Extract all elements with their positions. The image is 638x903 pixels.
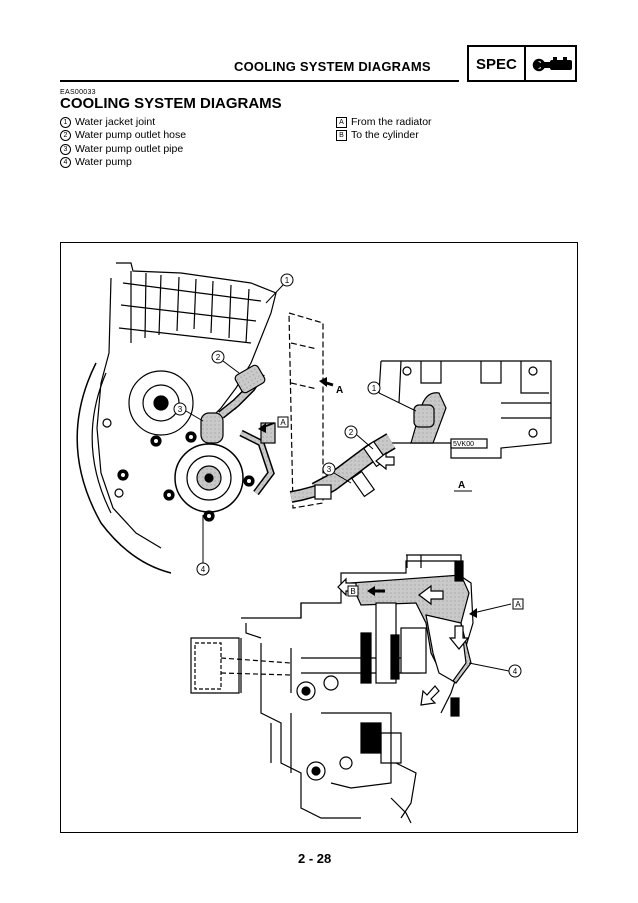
number-marker: 1 (60, 117, 71, 129)
engine-crankcase-view (76, 262, 324, 574)
legend-item: 1 Water jacket joint (60, 116, 186, 129)
legend-label: Water pump outlet pipe (75, 142, 184, 155)
legend-label: To the cylinder (351, 129, 419, 142)
wrench-icon (532, 57, 572, 72)
spec-label: SPEC (476, 56, 517, 73)
callout-2-upper: 2 (211, 350, 240, 374)
number-marker: 2 (60, 130, 71, 142)
callout-label: B (350, 587, 355, 596)
callout-label: 1 (372, 384, 377, 393)
legend-label: Water pump outlet hose (75, 129, 187, 142)
spec-divider (524, 47, 526, 80)
callout-2-inset: 2 (344, 425, 374, 450)
legend-label: Water jacket joint (75, 116, 156, 128)
callout-label: A (515, 600, 521, 609)
legend-item: B To the cylinder (336, 129, 432, 142)
page-number: 2 - 28 (298, 851, 332, 866)
callout-a-box-lower: A (469, 598, 524, 618)
legend-item: A From the radiator (336, 116, 432, 129)
legend-item: 3 Water pump outlet pipe (60, 143, 186, 156)
diagram-frame: 1 2 3 4 A (60, 242, 578, 833)
inset-label-a: A (458, 480, 465, 491)
callout-label: A (280, 418, 286, 427)
number-marker: 4 (60, 157, 71, 169)
water-pump-cross-section (190, 554, 474, 824)
callout-3-inset: 3 (322, 462, 352, 484)
legend-item: 2 Water pump outlet hose (60, 129, 186, 142)
callout-label: 3 (327, 465, 332, 474)
callout-3-upper: 3 (173, 402, 204, 422)
letter-marker: B (336, 130, 347, 142)
callout-label: 2 (216, 353, 221, 362)
legend-numbered: 1 Water jacket joint 2 Water pump outlet… (60, 116, 186, 169)
callout-b-box: B (347, 585, 359, 597)
callout-a-box-upper: A (277, 416, 289, 428)
section-title: COOLING SYSTEM DIAGRAMS (60, 95, 282, 112)
legend-label: From the radiator (351, 116, 432, 128)
header-rule (60, 80, 459, 82)
callout-1-upper: 1 (265, 273, 294, 304)
legend-label: Water pump (75, 155, 132, 168)
spec-badge: SPEC (467, 45, 577, 82)
callout-label: 3 (178, 405, 183, 414)
callout-4-lower: 4 (468, 662, 522, 678)
callout-4-upper: 4 (196, 515, 210, 576)
callout-label: 1 (285, 276, 290, 285)
cooling-system-illustration: 1 2 3 4 A (76, 262, 552, 824)
part-code-label: 5VK00 (453, 441, 474, 448)
callout-label: 2 (349, 428, 354, 437)
inset-hose-view: 5VK00 (289, 360, 552, 503)
letter-marker: A (336, 117, 347, 129)
callout-label: 4 (201, 565, 206, 574)
callout-label: 4 (513, 667, 518, 676)
callout-1-inset: 1 (367, 381, 417, 412)
flow-label-a-bold-upper: A (336, 385, 343, 396)
legend-lettered: A From the radiator B To the cylinder (336, 116, 432, 143)
number-marker: 3 (60, 143, 71, 155)
header-title: COOLING SYSTEM DIAGRAMS (234, 59, 431, 74)
section-code: EAS00033 (60, 89, 96, 96)
legend-item: 4 Water pump (60, 156, 186, 169)
